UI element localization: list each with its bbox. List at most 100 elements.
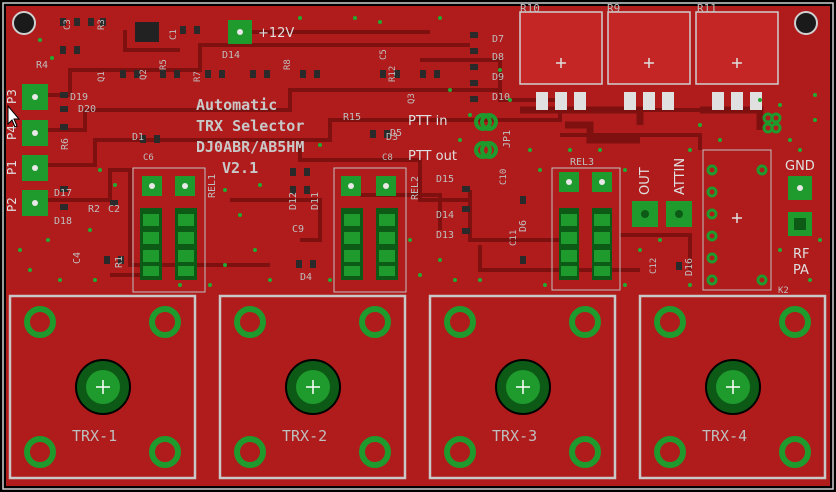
out-attin-connectors: OUT ATTIN [632, 158, 692, 227]
label-d9: D9 [492, 72, 504, 83]
label-jp1: JP1 [502, 130, 513, 148]
label-d11: D11 [310, 192, 321, 210]
label-d20: D20 [78, 104, 96, 115]
mount-hole-top-left [12, 11, 36, 35]
label-attin: ATTIN [673, 158, 688, 195]
label-d10: D10 [492, 92, 510, 103]
left-port-pads: P3 P4 P1 P2 [5, 84, 48, 216]
relay-outlines [132, 149, 772, 293]
label-c3: C3 [63, 19, 73, 30]
label-d15: D15 [436, 174, 454, 185]
label-r3: R3 [97, 19, 107, 30]
title-line-1: Automatic [196, 96, 277, 114]
label-rel1: REL1 [207, 174, 218, 198]
mounting-holes [12, 11, 818, 35]
power-resistors: R10 R9 R11 [519, 2, 779, 110]
label-rel3: REL3 [570, 157, 594, 168]
trace [110, 138, 470, 202]
label-trx-2: TRX-2 [282, 427, 327, 445]
trx-connectors: TRX-1 TRX-2 TRX-3 TRX-4 [8, 294, 827, 480]
label-q3: Q3 [407, 93, 417, 104]
power-connector: +12V [228, 20, 294, 44]
label-c9: C9 [292, 224, 304, 235]
label-d7: D7 [492, 34, 504, 45]
label-p2: P2 [5, 197, 19, 212]
k2-area: K2 [706, 112, 789, 296]
resistor-r10-body [519, 11, 603, 85]
mouse-cursor-icon [7, 104, 21, 128]
label-d14: D14 [436, 210, 454, 221]
label-r8: R8 [283, 59, 293, 70]
label-p4: P4 [5, 125, 19, 140]
label-ptt-in: PTT in [408, 114, 447, 129]
resistor-pins [536, 92, 762, 110]
trace [123, 30, 180, 52]
label-ptt-out: PTT out [408, 149, 457, 164]
label-out: OUT [638, 167, 653, 195]
vias [18, 16, 822, 287]
label-r12: R12 [388, 66, 398, 82]
label-d3: D3 [386, 132, 398, 143]
label-d16: D16 [684, 258, 695, 276]
label-trx-1: TRX-1 [72, 427, 117, 445]
label-q1: Q1 [97, 71, 107, 82]
relay-rel1-outline [132, 167, 206, 293]
trace [230, 198, 322, 242]
label-c5: C5 [379, 49, 389, 60]
label-c11: C11 [509, 230, 519, 246]
relay-pads: REL1 REL2 REL3 [140, 157, 612, 280]
ptt-area: PTT in PTT out JP1 [408, 113, 513, 164]
label-c12: C12 [649, 258, 659, 274]
label-d4: D4 [300, 272, 312, 283]
component-labels: R4 D19 D20 D17 D18 R6 C4 R2 C2 D1 D3 C6 … [36, 19, 695, 283]
label-c2: C2 [108, 204, 120, 215]
trace [620, 233, 692, 270]
label-r7: R7 [193, 71, 203, 82]
label-c1: C1 [169, 29, 179, 40]
label-gnd: GND [785, 159, 815, 174]
relay-k2-outline [702, 149, 772, 291]
mount-hole-top-right [794, 11, 818, 35]
label-r2: R2 [88, 204, 100, 215]
label-r6: R6 [60, 138, 71, 150]
label-d8: D8 [492, 52, 504, 63]
relay-rel2-outline [333, 167, 407, 293]
label-r10: R10 [520, 2, 540, 15]
gnd-rf-connectors: GND RF PA [785, 159, 815, 278]
label-trx-4: TRX-4 [702, 427, 747, 445]
label-d17: D17 [54, 188, 72, 199]
trx-3-connector [428, 294, 617, 480]
label-d12: D12 [288, 192, 299, 210]
board-title: Automatic TRX Selector DJ0ABR/AB5HM V2.1 [196, 96, 304, 177]
label-d14-top: D14 [222, 50, 240, 61]
label-q2: Q2 [139, 69, 149, 80]
label-r1: R1 [114, 256, 125, 268]
trace [560, 133, 702, 150]
title-line-2: TRX Selector [196, 117, 304, 135]
label-r9: R9 [607, 2, 620, 15]
title-line-3: DJ0ABR/AB5HM [196, 138, 304, 156]
resistor-r9-body [607, 11, 691, 85]
trace [565, 121, 640, 144]
label-c8: C8 [382, 153, 393, 163]
label-r4: R4 [36, 60, 48, 71]
label-pa: PA [793, 263, 809, 278]
label-d6: D6 [518, 220, 529, 232]
label-r5: R5 [159, 59, 169, 70]
trace [420, 58, 560, 102]
title-line-4: V2.1 [222, 159, 258, 177]
label-r11: R11 [697, 2, 717, 15]
smd-pads [60, 18, 682, 270]
label-p1: P1 [5, 160, 19, 175]
label-c4: C4 [72, 252, 83, 264]
label-d13: D13 [436, 230, 454, 241]
label-12v: +12V [258, 26, 294, 41]
label-rel2: REL2 [410, 176, 421, 200]
label-d1: D1 [132, 132, 144, 143]
trace [40, 88, 500, 132]
trace [478, 245, 640, 272]
trx-1-connector [8, 294, 197, 480]
label-d18: D18 [54, 216, 72, 227]
